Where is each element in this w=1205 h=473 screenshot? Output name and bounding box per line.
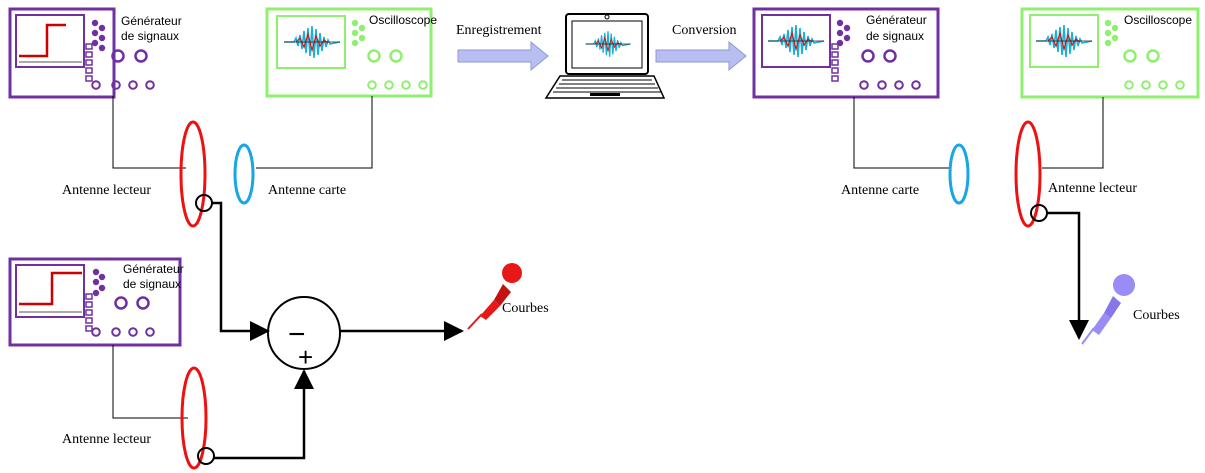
card-antenna-2-label: Antenne carte <box>841 183 919 198</box>
probe-blue-icon <box>1081 274 1135 345</box>
signal-generator-2 <box>8 257 182 347</box>
card-antenna-1 <box>233 143 255 205</box>
reader-antenna-3 <box>1014 120 1042 228</box>
card-antenna-1-label: Antenne carte <box>268 183 346 198</box>
oscilloscope-1 <box>265 7 433 98</box>
plus-sign: + <box>298 342 313 372</box>
minus-sign: − <box>288 318 306 351</box>
oscilloscope-2-label: Oscilloscope <box>1124 13 1192 27</box>
generator-2-label-line2: de signaux <box>123 277 181 291</box>
conversion-arrow-icon <box>655 40 747 72</box>
generator-3-wire <box>853 97 950 169</box>
reader-antenna-1-label: Antenne lecteur <box>62 183 151 198</box>
minus-input-line <box>212 201 270 341</box>
plus-input-line <box>214 369 314 460</box>
reader-antenna-2-label: Antenne lecteur <box>62 432 151 447</box>
oscilloscope-1-label: Oscilloscope <box>369 13 437 27</box>
curves-2-label: Courbes <box>1133 308 1180 323</box>
generator-1-label-line1: Générateur <box>121 14 182 28</box>
laptop-icon <box>544 13 666 99</box>
generator-1-wire <box>112 96 186 169</box>
curves-1-label: Courbes <box>502 301 549 316</box>
signal-generator-1 <box>8 7 155 99</box>
probe-red-icon <box>467 263 522 330</box>
measure-point-2 <box>197 447 215 465</box>
card-antenna-2 <box>948 143 970 205</box>
recording-arrow-icon <box>457 40 549 72</box>
recording-label: Enregistrement <box>456 23 542 38</box>
subtractor-node <box>267 296 341 370</box>
signal-generator-3 <box>752 7 940 99</box>
generator-3-label-line1: Générateur <box>866 13 927 27</box>
generator-2-wire <box>112 345 188 419</box>
generator-2-label-line1: Générateur <box>123 262 184 276</box>
generator-3-label-line2: de signaux <box>866 29 924 43</box>
conversion-label: Conversion <box>672 23 737 38</box>
oscilloscope-2-wire <box>1042 97 1104 169</box>
oscilloscope-2 <box>1020 7 1200 99</box>
reader-antenna-2 <box>180 366 208 470</box>
oscilloscope-1-wire <box>256 96 373 169</box>
reader-antenna-3-label: Antenne lecteur <box>1048 181 1137 196</box>
right-output-line <box>1047 211 1089 340</box>
reader-antenna-1 <box>179 120 207 228</box>
measure-point-3 <box>1030 204 1048 222</box>
generator-1-label-line2: de signaux <box>121 29 179 43</box>
